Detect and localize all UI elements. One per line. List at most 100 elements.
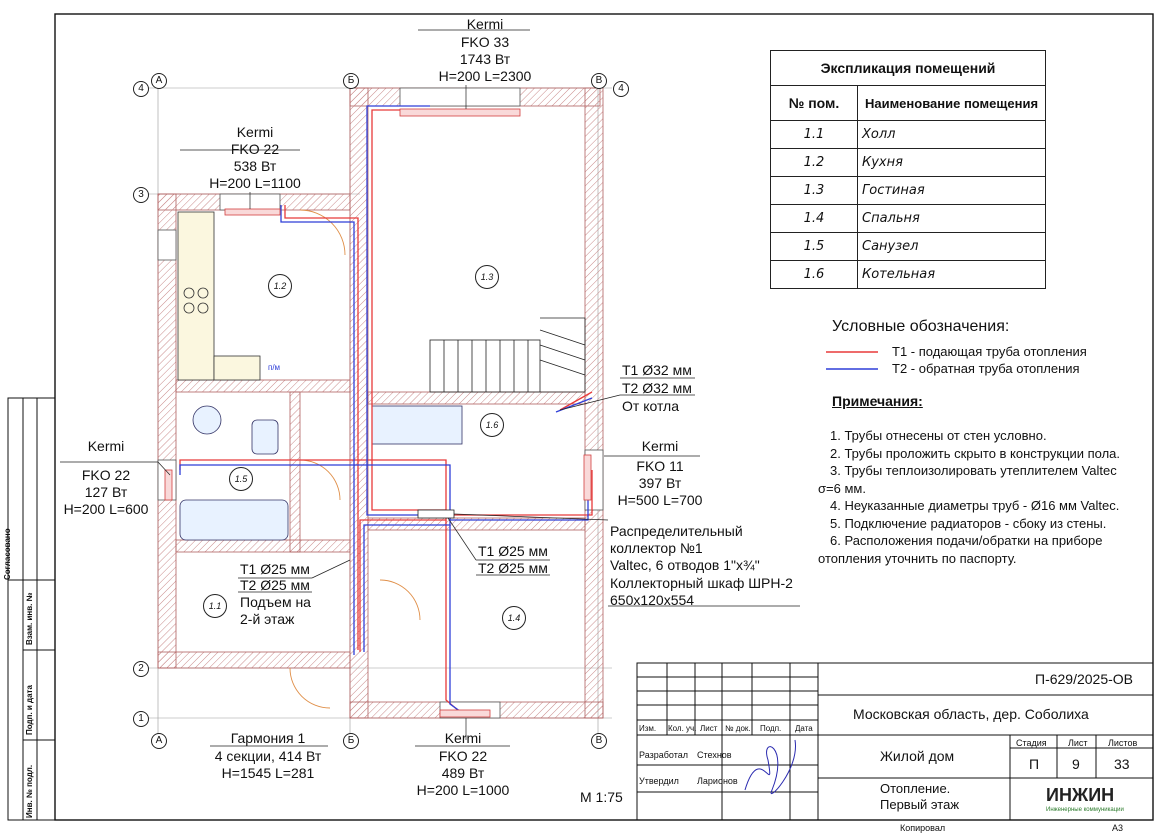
room-num: 1.3 bbox=[770, 176, 858, 205]
radiator-bottom-size: H=200 L=1000 bbox=[416, 782, 510, 798]
boiler-t1-label: T1 Ø32 мм bbox=[622, 362, 692, 378]
side-inv-replace: Взам. инв. № bbox=[25, 592, 34, 646]
room-number-1-5: 1.5 bbox=[229, 467, 253, 491]
riser-note-2: 2-й этаж bbox=[240, 611, 295, 627]
radiator-garmonia-power: 4 секции, 414 Вт bbox=[214, 748, 322, 764]
riser-t1-label: T1 Ø25 мм bbox=[240, 561, 310, 577]
collector-box bbox=[417, 509, 455, 519]
riser-note-1: Подъем на bbox=[240, 594, 311, 610]
document-code: П-629/2025-ОВ bbox=[1035, 671, 1134, 687]
axis-marker-2: 2 bbox=[133, 661, 149, 677]
axis-marker-b-bottom: Б bbox=[343, 733, 359, 749]
room-number-1-4: 1.4 bbox=[502, 606, 526, 630]
t1-supply-pipes bbox=[179, 109, 593, 713]
kitchen-furniture bbox=[177, 211, 261, 381]
sheet-label: Лист bbox=[1068, 738, 1088, 748]
radiator-garmonia-model: Гармония 1 bbox=[230, 730, 306, 746]
doors bbox=[289, 209, 421, 709]
title-block-grid bbox=[636, 662, 1154, 821]
t2-return-pipes bbox=[179, 105, 593, 715]
sheet-value: 9 bbox=[1072, 756, 1080, 772]
project-location: Московская область, дер. Соболиха bbox=[853, 706, 1089, 722]
col-izm: Изм. bbox=[639, 724, 657, 733]
collector-line-5: 650x120x554 bbox=[610, 592, 695, 608]
col-doc: № док. bbox=[725, 724, 751, 733]
radiator-right-brand: Kermi bbox=[641, 438, 679, 454]
radiator-top-power: 1743 Вт bbox=[459, 51, 511, 67]
room-name: Спальня bbox=[857, 204, 1046, 233]
role-approved: Утвердил bbox=[639, 776, 679, 786]
collector-line-1: Распределительный bbox=[610, 523, 743, 539]
axis-marker-v-bottom: В bbox=[591, 733, 607, 749]
radiator-kitchen-model: FKO 22 bbox=[230, 141, 280, 157]
room-num: 1.4 bbox=[770, 204, 858, 233]
radiators bbox=[164, 108, 592, 718]
col-sign: Подп. bbox=[760, 724, 782, 733]
radiator-right-size: H=500 L=700 bbox=[617, 492, 703, 508]
copied-label: Копировал bbox=[900, 823, 946, 833]
stage-label: Стадия bbox=[1016, 738, 1047, 748]
fixture-label: п/м bbox=[268, 363, 281, 372]
note-item: 5. Подключение радиаторов - сбоку из сте… bbox=[830, 515, 1107, 531]
axis-marker-3: 3 bbox=[133, 187, 149, 203]
format-label: А3 bbox=[1112, 823, 1124, 833]
side-sign-date: Подп. и дата bbox=[25, 685, 34, 735]
object-name: Жилой дом bbox=[880, 748, 955, 764]
note-item: 6. Расположения подачи/обратки на прибор… bbox=[818, 533, 1103, 566]
axis-marker-a-top: А bbox=[151, 73, 167, 89]
room-name: Санузел bbox=[857, 232, 1046, 261]
collector-out-t2-label: T2 Ø25 мм bbox=[478, 560, 548, 576]
axis-marker-v-top: В bbox=[591, 73, 607, 89]
notes-title: Примечания: bbox=[832, 393, 923, 409]
explication-col-name: Наименование помещения bbox=[857, 85, 1046, 121]
radiator-bottom-model: FKO 22 bbox=[438, 748, 488, 764]
radiator-left-model: FKO 22 bbox=[81, 467, 131, 483]
room-name: Гостиная bbox=[857, 176, 1046, 205]
boiler-note: От котла bbox=[622, 398, 680, 414]
room-name: Котельная bbox=[857, 260, 1046, 289]
radiator-left-power: 127 Вт bbox=[84, 484, 128, 500]
role-developed: Разработал bbox=[639, 750, 688, 760]
legend-title: Условные обозначения: bbox=[832, 318, 1010, 335]
side-agreed: Согласовано bbox=[3, 528, 12, 580]
boiler-t2-label: T2 Ø32 мм bbox=[622, 380, 692, 396]
collector-out-t1-label: T1 Ø25 мм bbox=[478, 543, 548, 559]
room-num: 1.6 bbox=[770, 260, 858, 289]
radiator-left-brand: Kermi bbox=[87, 438, 125, 454]
note-item: 4. Неуказанные диаметры труб - Ø16 мм Va… bbox=[830, 498, 1120, 513]
room-name: Холл bbox=[857, 120, 1046, 149]
radiator-right-power: 397 Вт bbox=[638, 475, 682, 491]
sheet-title-1: Отопление. bbox=[880, 781, 951, 796]
note-item: 3. Трубы теплоизолировать утеплителем Va… bbox=[818, 463, 1117, 496]
side-inv-orig: Инв. № подл. bbox=[25, 764, 34, 818]
collector-line-4: Коллекторный шкаф ШРН-2 bbox=[610, 575, 793, 591]
name-approved: Ларионов bbox=[697, 776, 738, 786]
radiator-top-brand: Kermi bbox=[466, 16, 504, 32]
radiator-right-model: FKO 11 bbox=[636, 458, 684, 474]
room-number-1-1: 1.1 bbox=[203, 594, 227, 618]
name-developed: Стехнов bbox=[697, 750, 732, 760]
company-logo-subtitle: Инженерные коммуникации bbox=[1046, 807, 1124, 813]
stage-value: П bbox=[1029, 756, 1040, 772]
room-name: Кухня bbox=[857, 148, 1046, 177]
drawing-scale: М 1:75 bbox=[580, 789, 623, 805]
sheets-value: 33 bbox=[1114, 756, 1130, 772]
room-number-1-2: 1.2 bbox=[268, 274, 292, 298]
explication-col-number: № пом. bbox=[770, 85, 858, 121]
col-kol: Кол. уч. bbox=[668, 724, 697, 733]
axis-marker-4-left: 4 bbox=[133, 81, 149, 97]
sheets-label: Листов bbox=[1108, 738, 1138, 748]
room-num: 1.1 bbox=[770, 120, 858, 149]
collector-line-3: Valtec, 6 отводов 1"x¾" bbox=[610, 557, 760, 573]
signature bbox=[744, 739, 796, 794]
sheet-title-2: Первый этаж bbox=[880, 797, 960, 812]
axis-marker-1: 1 bbox=[133, 711, 149, 727]
radiator-garmonia-size: H=1545 L=281 bbox=[221, 765, 315, 781]
radiator-top-model: FKO 33 bbox=[460, 34, 510, 50]
